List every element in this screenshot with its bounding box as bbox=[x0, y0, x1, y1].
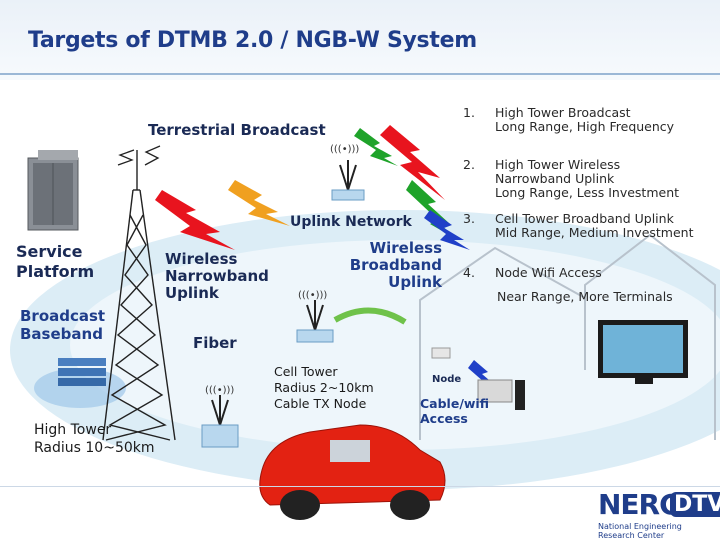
svg-text:(((•))): (((•))) bbox=[330, 144, 359, 155]
title-divider bbox=[0, 73, 720, 75]
page-title: Targets of DTMB 2.0 / NGB-W System bbox=[28, 28, 477, 53]
tv-icon bbox=[598, 320, 688, 384]
bolt-green-2 bbox=[354, 128, 398, 166]
target-item-2: 2. High Tower Wireless Narrowband Uplink… bbox=[463, 157, 680, 200]
bolt-blue-2 bbox=[468, 360, 500, 396]
target-item-1: 1. High Tower Broadcast Long Range, High… bbox=[463, 105, 675, 134]
house-outline-2 bbox=[419, 246, 586, 440]
car-icon bbox=[259, 424, 446, 520]
small-tower-icon: (((•))) bbox=[201, 385, 239, 448]
label-terrestrial-broadcast: Terrestrial Broadcast bbox=[148, 121, 326, 139]
green-arc bbox=[333, 307, 407, 325]
label-cell-tower: Cell Tower Radius 2~10km Cable TX Node bbox=[274, 364, 374, 411]
cell-tower-icon: (((•))) bbox=[296, 290, 334, 343]
target-item-4: 4. Node Wifi Access Near Range, More Ter… bbox=[463, 265, 673, 304]
antenna-zigzag-right bbox=[144, 145, 161, 166]
bolt-green bbox=[406, 180, 458, 240]
svg-text:(((•))): (((•))) bbox=[298, 290, 327, 301]
high-tower-icon bbox=[102, 150, 176, 441]
label-node: Node bbox=[432, 374, 462, 385]
label-service-platform: Service Platform bbox=[16, 242, 95, 281]
antenna-zigzag-left bbox=[117, 149, 135, 166]
node-router-icon bbox=[431, 347, 451, 359]
target-item-3: 3. Cell Tower Broadband Uplink Mid Range… bbox=[463, 211, 694, 240]
label-fiber: Fiber bbox=[193, 334, 237, 352]
bolt-orange bbox=[228, 180, 290, 226]
mid-tower-icon: (((•))) bbox=[330, 144, 365, 201]
logo-subtitle: National Engineering Research Center bbox=[598, 522, 682, 540]
ground-inner bbox=[70, 240, 720, 450]
label-cable-wifi-access: Cable/wifi Access bbox=[420, 396, 489, 426]
label-uplink-network: Uplink Network bbox=[290, 214, 412, 230]
bolt-red-1 bbox=[380, 125, 445, 200]
bolt-red-2 bbox=[155, 190, 235, 250]
header-band bbox=[0, 0, 720, 80]
phone-icon bbox=[515, 380, 525, 410]
house-outline bbox=[584, 233, 716, 440]
label-wireless-broadband-uplink: Wireless Broadband Uplink bbox=[349, 239, 442, 291]
footer-divider bbox=[0, 486, 720, 487]
label-wireless-narrowband-uplink: Wireless Narrowband Uplink bbox=[165, 250, 269, 302]
server-rack-icon bbox=[27, 150, 79, 231]
laptop-icon bbox=[477, 379, 513, 403]
svg-text:(((•))): (((•))) bbox=[205, 385, 234, 396]
baseband-stack-icon bbox=[34, 358, 126, 408]
logo-brand: NERC bbox=[598, 488, 680, 521]
label-broadcast-baseband: Broadcast Baseband bbox=[20, 307, 106, 343]
logo-badge: DTV bbox=[670, 492, 720, 517]
label-high-tower: High Tower Radius 10~50km bbox=[34, 422, 155, 456]
bolt-blue-1 bbox=[424, 210, 470, 250]
